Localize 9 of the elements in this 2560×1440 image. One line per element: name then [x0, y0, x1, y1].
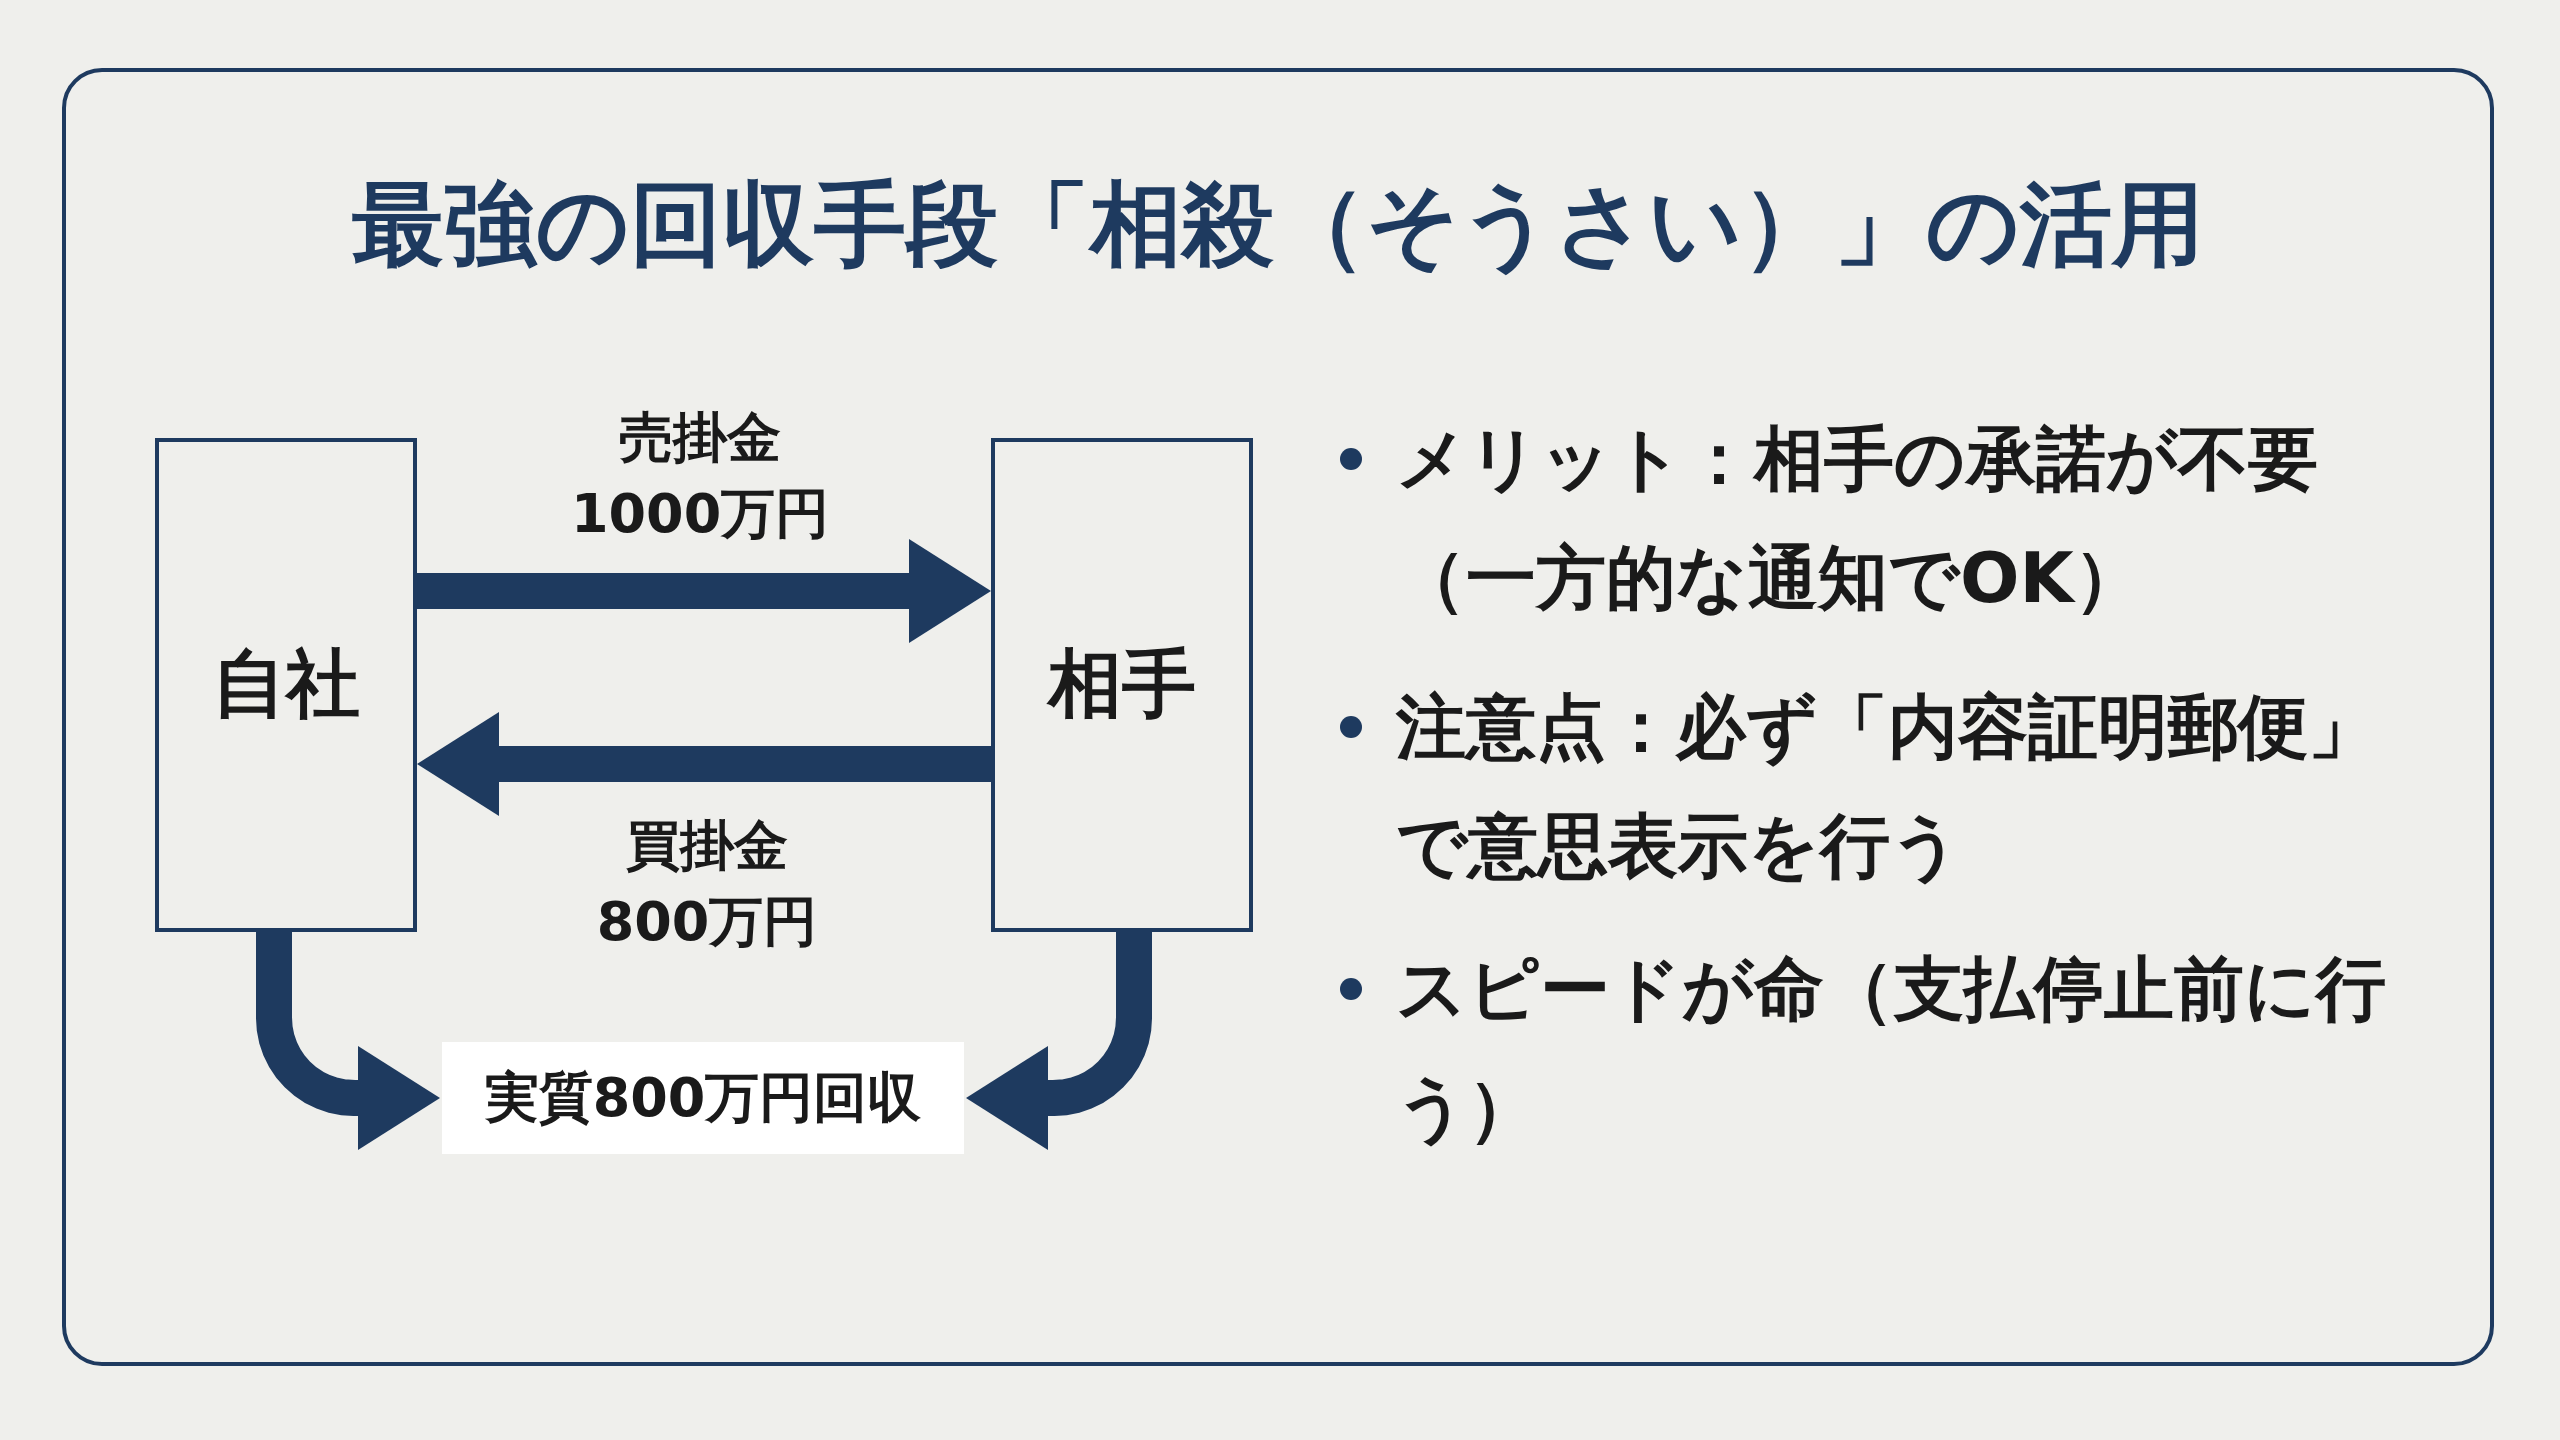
bullet-text: メリット：相手の承諾が不要（一方的な通知でOK）	[1396, 417, 2319, 621]
counterparty-box: 相手	[991, 438, 1253, 932]
bullet-text: 注意点：必ず「内容証明郵便」で意思表示を行う	[1396, 685, 2379, 889]
result-box: 実質800万円回収	[442, 1042, 964, 1154]
company-box: 自社	[155, 438, 417, 932]
title: 最強の回収手段「相殺（そうさい）」の活用	[351, 170, 2205, 280]
bullet-text: スピードが命（支払停止前に行う）	[1396, 947, 2387, 1151]
arrow	[417, 712, 991, 816]
arrow	[417, 539, 991, 643]
